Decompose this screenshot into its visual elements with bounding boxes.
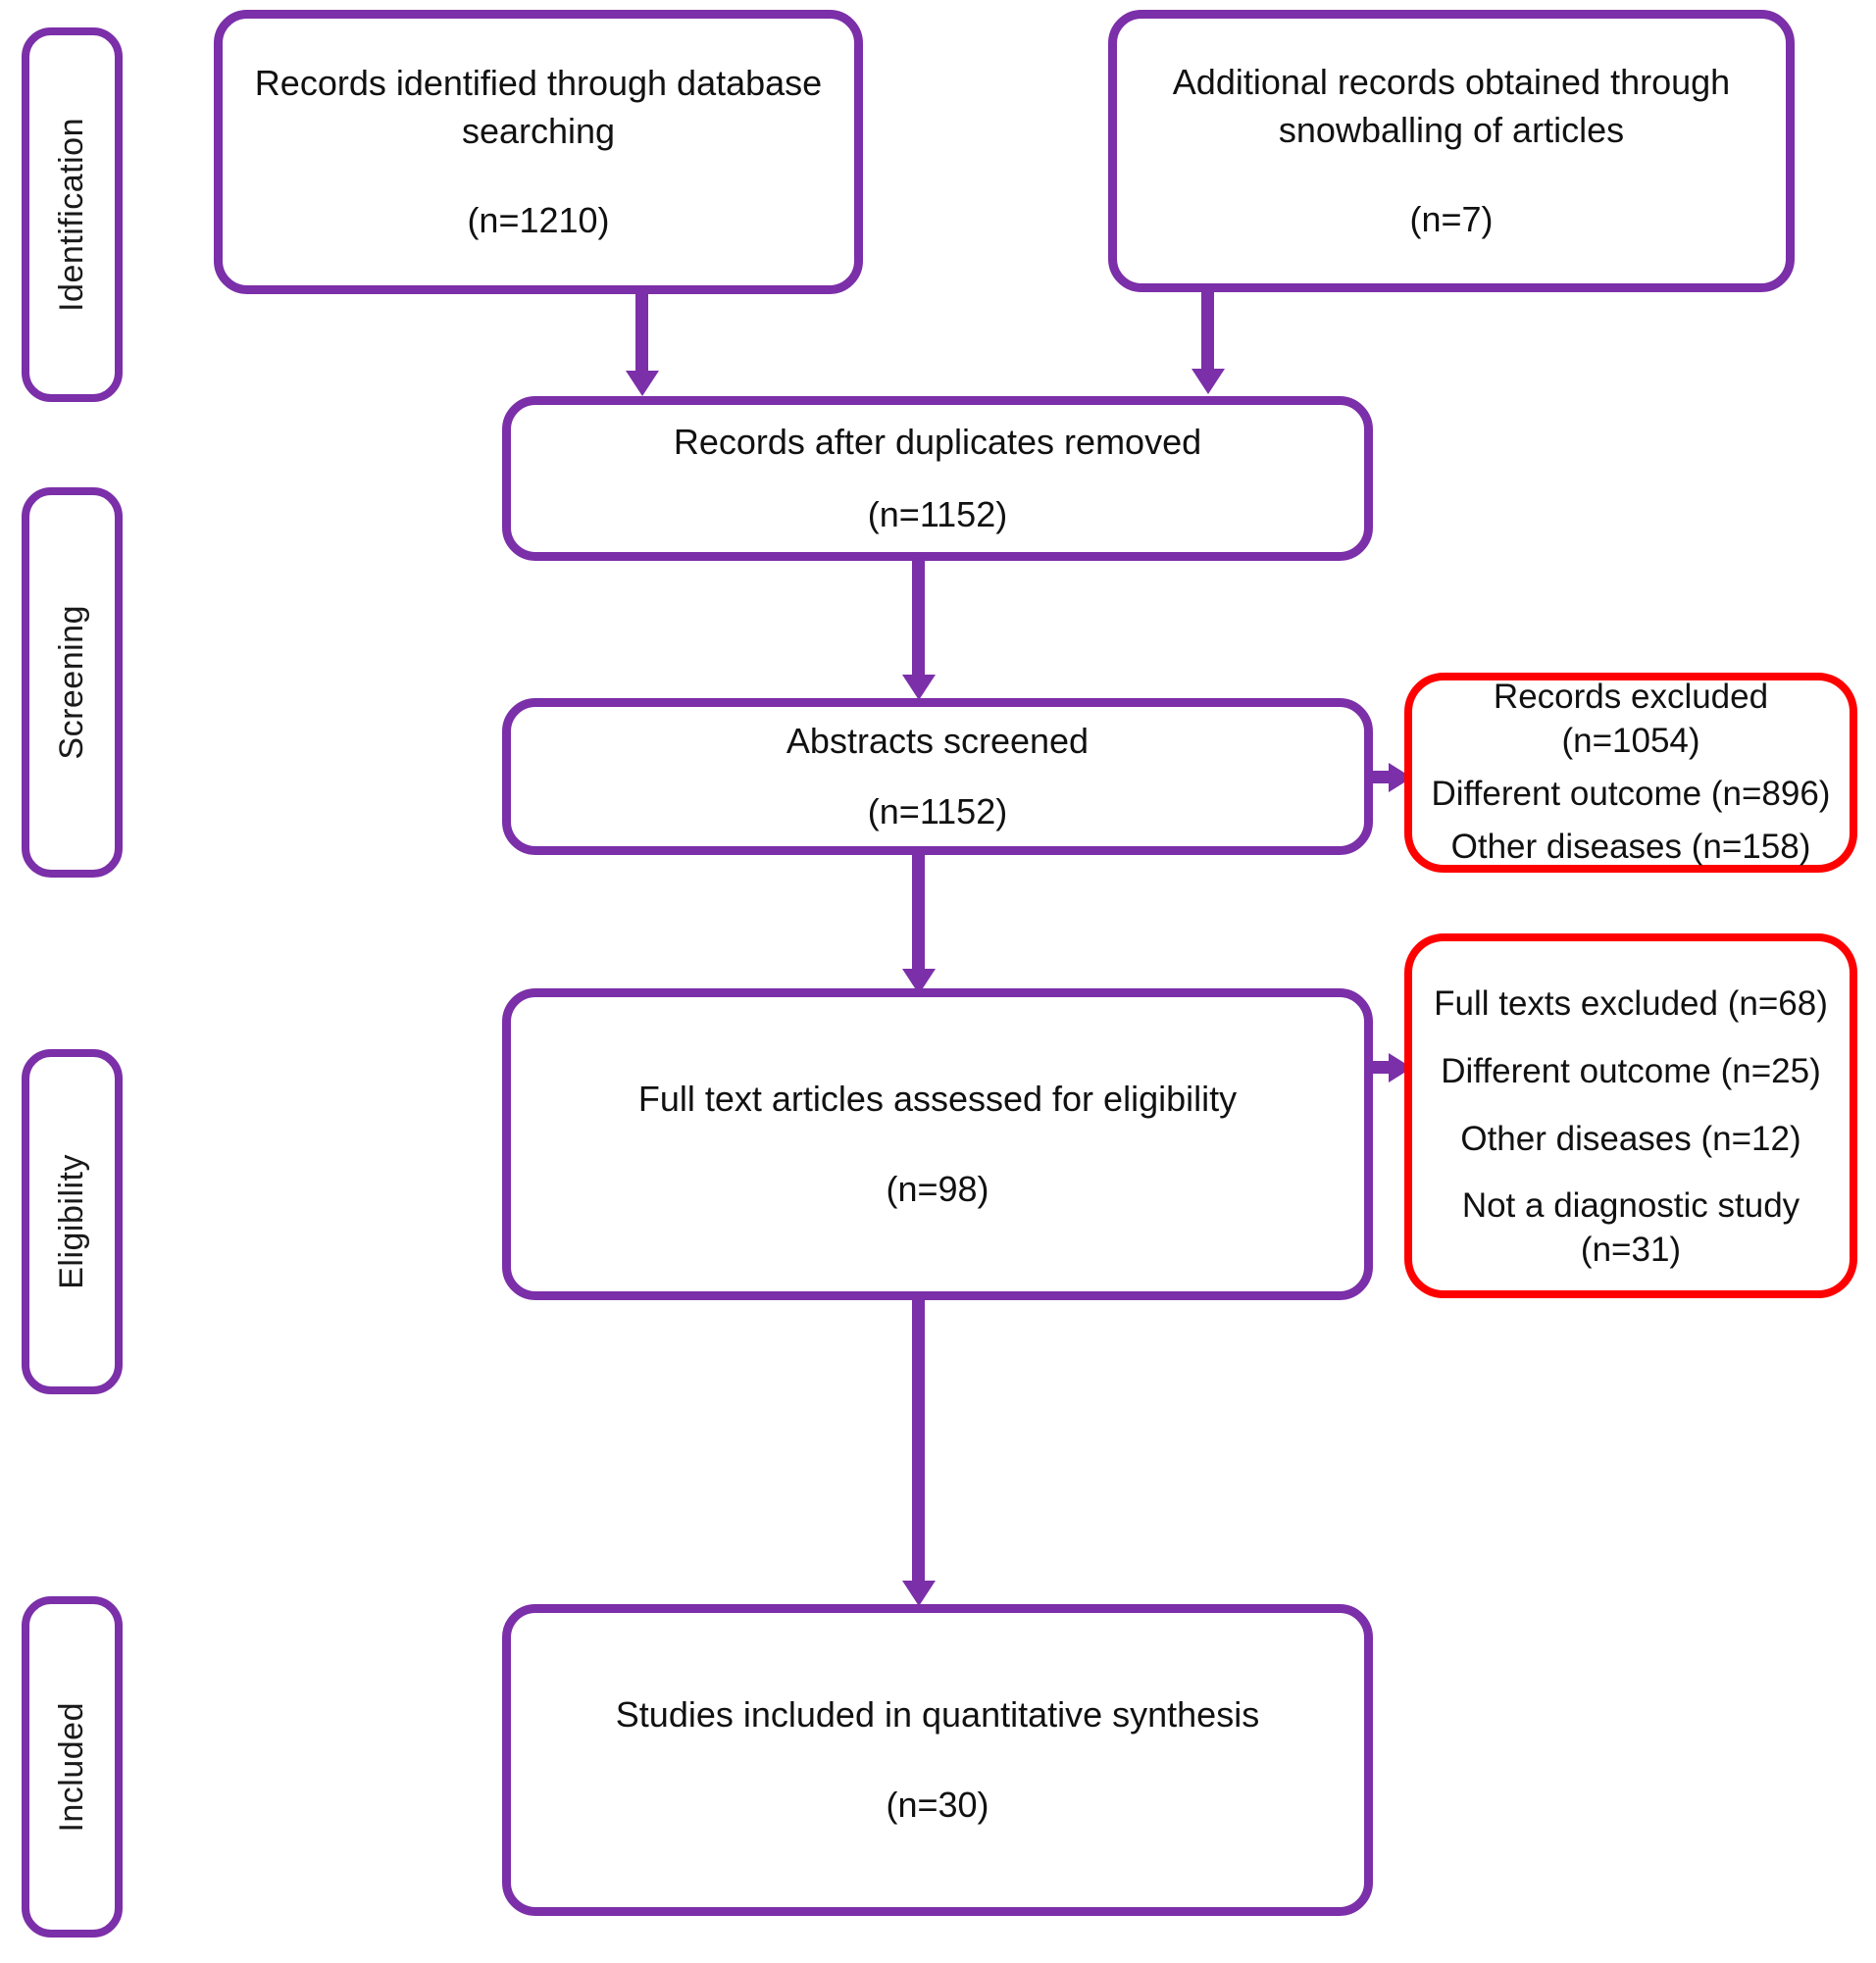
node-after-duplicates: Records after duplicates removed (n=1152… [502,396,1373,561]
stage-label-screening: Screening [53,605,90,760]
connector-fulltext-to-included [912,1300,925,1585]
stage-box-eligibility: Eligibility [22,1049,123,1394]
stage-box-included: Included [22,1596,123,1938]
node-studies-included-count: (n=30) [886,1784,989,1825]
stage-label-identification: Identification [53,118,90,312]
arrow-snowballing-to-duplicates [1192,369,1225,394]
node-snowballing: Additional records obtained through snow… [1108,10,1795,292]
node-studies-included: Studies included in quantitative synthes… [502,1604,1373,1916]
connector-fulltext-to-excluded [1371,1061,1393,1074]
node-database-search-title: Records identified through database sear… [254,63,823,151]
connector-abstracts-to-fulltext [912,855,925,973]
node-studies-included-title: Studies included in quantitative synthes… [615,1694,1260,1736]
node-full-text-assessed-count: (n=98) [886,1168,989,1209]
exclusion-full-texts-excluded-list: Full texts excluded (n=68) Different out… [1412,959,1850,1273]
arrow-database-to-duplicates [626,371,659,396]
exclusion-line-fulltext-not-diagnostic-text: Not a diagnostic study [1461,1186,1800,1226]
node-full-text-assessed: Full text articles assessed for eligibil… [502,988,1373,1300]
node-snowballing-count: (n=7) [1409,198,1494,239]
arrow-fulltext-to-included [902,1581,936,1606]
node-abstracts-screened: Abstracts screened (n=1152) [502,698,1373,855]
exclusion-line-records-total: Records excluded (n=1054) [1493,678,1769,761]
exclusion-line-fulltext-not-diagnostic: Not a diagnostic study (n=31) [1412,1184,1850,1273]
node-database-search: Records identified through database sear… [214,10,863,294]
stage-label-included: Included [53,1701,90,1833]
exclusion-line-fulltext-not-diagnostic-count: (n=31) [1580,1231,1682,1270]
exclusion-line-records-other-diseases: Other diseases (n=158) [1450,827,1811,866]
node-after-duplicates-title: Records after duplicates removed [673,422,1202,463]
node-full-text-assessed-title: Full text articles assessed for eligibil… [637,1079,1238,1120]
stage-label-eligibility: Eligibility [53,1154,90,1289]
exclusion-line-fulltext-other-diseases: Other diseases (n=12) [1460,1119,1801,1158]
exclusion-records-excluded-list: Records excluded (n=1054) Different outc… [1412,667,1850,878]
exclusion-line-fulltext-different-outcome: Different outcome (n=25) [1441,1051,1821,1090]
stage-box-identification: Identification [22,27,123,402]
connector-abstracts-to-excluded [1371,771,1393,783]
node-abstracts-screened-title: Abstracts screened [786,721,1090,762]
node-snowballing-title: Additional records obtained through snow… [1172,62,1731,150]
stage-box-screening: Screening [22,487,123,878]
arrow-duplicates-to-abstracts [902,675,936,700]
exclusion-line-records-different-outcome: Different outcome (n=896) [1431,775,1831,813]
exclusion-records-excluded: Records excluded (n=1054) Different outc… [1404,673,1857,873]
exclusion-full-texts-excluded: Full texts excluded (n=68) Different out… [1404,933,1857,1298]
connector-duplicates-to-abstracts [912,561,925,679]
connector-database-to-duplicates [635,294,648,375]
node-after-duplicates-count: (n=1152) [867,493,1008,534]
node-abstracts-screened-count: (n=1152) [867,790,1008,831]
node-database-search-count: (n=1210) [467,199,610,240]
exclusion-line-fulltext-total: Full texts excluded (n=68) [1434,984,1828,1023]
connector-snowballing-to-duplicates [1201,292,1214,373]
